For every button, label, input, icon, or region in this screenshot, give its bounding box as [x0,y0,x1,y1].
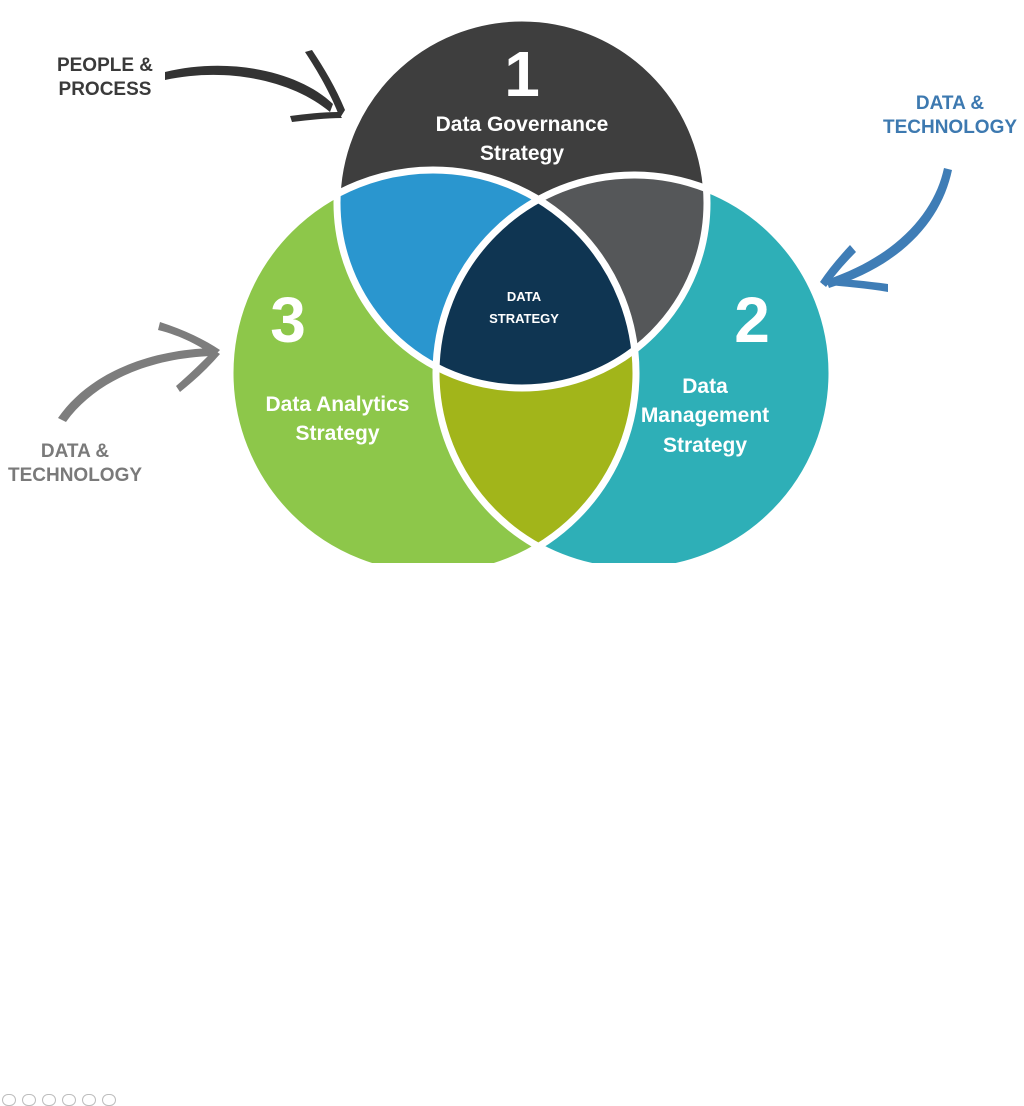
venn-diagram: PEOPLE & PROCESS DATA & TECHNOLOGY DATA … [0,14,1024,1106]
title-management-line2: Management [640,404,770,428]
toolbar-prev-icon[interactable] [2,1094,16,1106]
number-analytics: 3 [270,284,306,356]
title-management-line3: Strategy [662,433,748,457]
toolbar-next-icon[interactable] [22,1094,36,1106]
label-data-technology-left-line2: TECHNOLOGY [7,464,143,486]
center-label: DATA STRATEGY [474,286,574,330]
title-management: Data Management Strategy [620,372,790,460]
title-governance: Data Governance Strategy [412,110,632,169]
outline-management [432,171,836,563]
arrow-people-process [165,50,345,122]
label-data-technology-left: DATA & TECHNOLOGY [0,440,150,488]
title-management-line1: Data [682,375,728,398]
outline-governance [333,14,711,392]
label-data-technology-right-line1: DATA & [915,93,985,114]
number-management: 2 [734,284,770,356]
label-data-technology-left-line1: DATA & [40,441,110,462]
arrow-data-technology-left [58,322,220,422]
center-label-line1: DATA [506,289,542,304]
label-people-process-line2: PROCESS [58,78,152,100]
label-people-process: PEOPLE & PROCESS [30,54,180,102]
toolbar-pen-icon[interactable] [42,1094,56,1106]
toolbar-zoom-icon[interactable] [82,1094,96,1106]
label-data-technology-right-line2: TECHNOLOGY [882,116,1018,138]
number-governance: 1 [504,38,540,110]
label-people-process-line1: PEOPLE & [56,55,154,76]
slide-toolbar[interactable] [0,545,150,1106]
center-label-line2: STRATEGY [489,311,559,327]
title-governance-line2: Strategy [479,142,565,166]
title-governance-line1: Data Governance [435,113,609,136]
title-analytics-line1: Data Analytics [265,393,410,416]
arrow-data-technology-right [820,168,952,292]
label-data-technology-right: DATA & TECHNOLOGY [870,92,1024,140]
title-analytics: Data Analytics Strategy [245,390,430,449]
toolbar-grid-icon[interactable] [62,1094,76,1106]
toolbar-more-icon[interactable] [102,1094,116,1106]
venn-svg [58,14,952,563]
outline-analytics [226,166,640,563]
title-analytics-line2: Strategy [295,422,380,446]
